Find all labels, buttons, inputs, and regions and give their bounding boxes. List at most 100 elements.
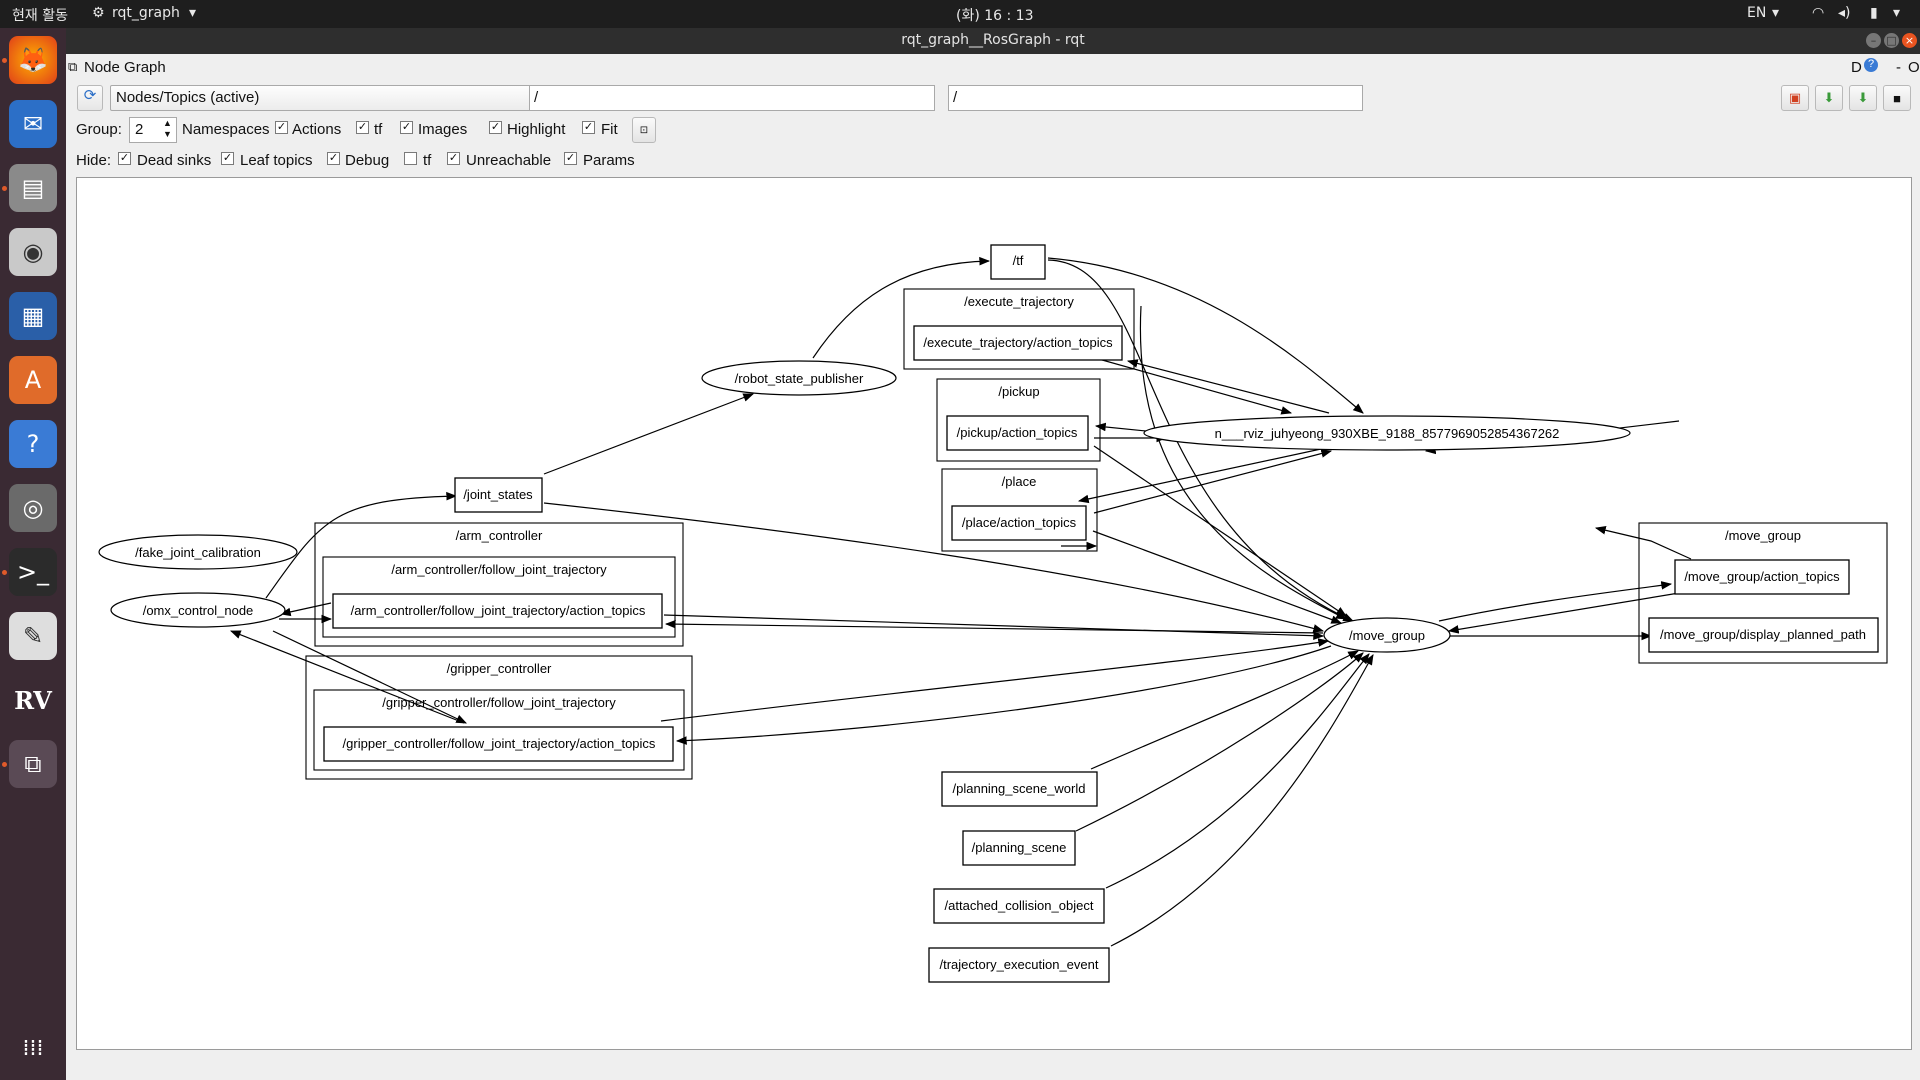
show-applications-icon[interactable]: ⁞⁞⁞ [22, 1035, 44, 1061]
debug-label: Debug [345, 152, 390, 169]
help-icon[interactable]: ? [1864, 58, 1878, 72]
rqt-graph-icon[interactable]: ⧉ [9, 740, 57, 788]
options-row: Group: 2 ▲▼ Namespaces ✓ Actions ✓ tf ✓ … [66, 117, 1920, 143]
label-execute-trajectory-action: /execute_trajectory/action_topics [923, 335, 1113, 350]
save-svg-button[interactable]: ⬇ [1849, 85, 1877, 111]
label-fake-joint-calibration: /fake_joint_calibration [135, 545, 261, 560]
dead-sinks-checkbox[interactable]: ✓ [118, 152, 131, 165]
unreachable-checkbox[interactable]: ✓ [447, 152, 460, 165]
tf-checkbox[interactable]: ✓ [400, 121, 413, 134]
topic-display-planned-path[interactable] [1648, 617, 1879, 653]
maximize-button[interactable]: □ [1884, 33, 1899, 48]
edge [1094, 422, 1147, 432]
topic-attached-collision-object[interactable] [933, 888, 1105, 924]
topic-place-action[interactable] [951, 505, 1087, 541]
running-indicator [2, 58, 7, 63]
close-button[interactable]: × [1902, 33, 1917, 48]
save-image-button[interactable]: ■ [1883, 85, 1911, 111]
topic-filter-input[interactable]: / [948, 85, 1363, 111]
edge [1075, 652, 1364, 832]
actions-checkbox[interactable]: ✓ [356, 121, 369, 134]
camera-icon[interactable]: ◎ [9, 484, 57, 532]
topic-planning-scene[interactable] [962, 830, 1076, 866]
rhythmbox-icon[interactable]: ◉ [9, 228, 57, 276]
volume-icon[interactable]: ◂) [1838, 5, 1851, 21]
help-icon[interactable]: ? [9, 420, 57, 468]
panel-minimize-button[interactable]: - [1896, 59, 1901, 76]
topic-trajectory-execution-event[interactable] [928, 947, 1110, 983]
node-fake-joint-calibration[interactable] [98, 534, 298, 570]
load-dot-button[interactable]: ▣ [1781, 85, 1809, 111]
group-spinbox[interactable]: 2 ▲▼ [129, 117, 177, 143]
params-checkbox[interactable]: ✓ [564, 152, 577, 165]
topic-execute-trajectory-action[interactable] [913, 325, 1123, 361]
cluster-arm-follow [322, 556, 676, 638]
app-menu[interactable]: rqt_graph [112, 5, 180, 21]
text-editor-icon[interactable]: ✎ [9, 612, 57, 660]
panel-title: Node Graph [84, 59, 166, 76]
topic-gripper-action[interactable] [323, 726, 674, 762]
running-indicator [2, 186, 7, 191]
graph-mode-select[interactable]: Nodes/Topics (active) ▼ [110, 85, 588, 111]
topic-pickup-action[interactable] [946, 415, 1089, 451]
edge [1094, 357, 1293, 415]
activities-button[interactable]: 현재 활동 [12, 8, 68, 24]
thunderbird-icon[interactable]: ✉ [9, 100, 57, 148]
debug-checkbox[interactable]: ✓ [327, 152, 340, 165]
minimize-button[interactable]: – [1866, 33, 1881, 48]
battery-icon[interactable]: ▮ [1870, 5, 1878, 21]
fit-view-button[interactable]: ⊡ [632, 117, 656, 143]
files-icon[interactable]: ▤ [9, 164, 57, 212]
hide-label: Hide: [76, 152, 112, 169]
leaf-topics-label: Leaf topics [240, 152, 313, 169]
edge [1126, 359, 1330, 414]
edge [1077, 448, 1322, 504]
node-omx-control-node[interactable] [110, 592, 286, 628]
group-label: Group: [76, 121, 122, 138]
spin-arrows-icon[interactable]: ▲▼ [163, 118, 172, 139]
firefox-icon[interactable]: 🦊 [9, 36, 57, 84]
window-title-bar: rqt_graph__RosGraph - rqt – □ × [66, 28, 1920, 54]
edge [1047, 259, 1354, 622]
save-dot-button[interactable]: ⬇ [1815, 85, 1843, 111]
refresh-button[interactable]: ⟳ [77, 85, 103, 111]
node-rviz[interactable] [1143, 415, 1631, 451]
panel-dock-button[interactable]: D [1851, 59, 1862, 76]
node-graph-icon: ⧉ [68, 59, 78, 74]
wifi-icon[interactable]: ◠ [1812, 5, 1825, 21]
topic-move-group-action[interactable] [1674, 559, 1850, 595]
clock[interactable]: (화) 16 : 13 [956, 8, 1034, 24]
terminal-icon[interactable]: >_ [9, 548, 57, 596]
node-filter-input[interactable]: / [529, 85, 935, 111]
edge [1047, 257, 1364, 414]
language-indicator[interactable]: EN [1747, 5, 1767, 21]
node-move-group[interactable] [1323, 617, 1451, 653]
writer-icon[interactable]: ▦ [9, 292, 57, 340]
rviz-icon[interactable]: RV [14, 685, 52, 715]
edge [1594, 526, 1692, 560]
topic-tf[interactable] [990, 244, 1046, 280]
namespaces-checkbox[interactable]: ✓ [275, 121, 288, 134]
chevron-down-icon[interactable]: ▾ [1893, 5, 1901, 21]
hide-tf-checkbox[interactable] [404, 152, 417, 165]
graph-canvas[interactable]: /tf /execute_trajectory /execute_traject… [76, 177, 1912, 1050]
edge [1092, 530, 1343, 624]
panel-close-button[interactable]: O [1908, 59, 1920, 76]
topic-joint-states[interactable] [454, 477, 543, 513]
software-icon[interactable]: A [9, 356, 57, 404]
topic-arm-action[interactable] [332, 593, 663, 629]
toolbar-row: ⟳ Nodes/Topics (active) ▼ / / ▣ ⬇ ⬇ ■ [66, 85, 1920, 111]
highlight-checkbox[interactable]: ✓ [489, 121, 502, 134]
edge [1110, 654, 1374, 947]
actions-label: Actions [292, 121, 342, 138]
window-title: rqt_graph__RosGraph - rqt [901, 32, 1085, 48]
label-omx-control-node: /omx_control_node [143, 603, 254, 618]
dead-sinks-label: Dead sinks [137, 152, 212, 169]
edge [675, 645, 1332, 745]
edge [663, 614, 1325, 641]
running-indicator [2, 570, 7, 575]
leaf-topics-checkbox[interactable]: ✓ [221, 152, 234, 165]
topic-planning-scene-world[interactable] [941, 771, 1098, 807]
node-robot-state-publisher[interactable] [701, 360, 897, 396]
fit-checkbox[interactable]: ✓ [582, 121, 595, 134]
